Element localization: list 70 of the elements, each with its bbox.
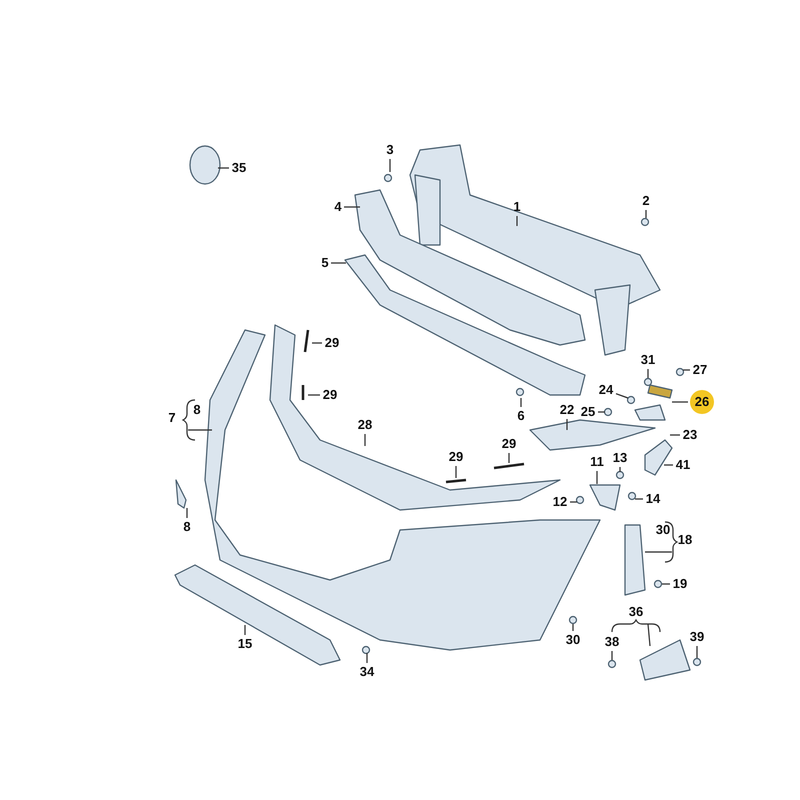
callout-number: 25 xyxy=(580,405,596,419)
leader-line xyxy=(662,583,670,585)
leader-line xyxy=(647,369,649,378)
callout-number: 18 xyxy=(678,533,692,547)
callout-number: 11 xyxy=(590,455,604,469)
callout-number: 27 xyxy=(692,363,708,377)
leader-line xyxy=(186,508,188,518)
leader-line xyxy=(619,467,621,472)
callout-number: 29 xyxy=(322,388,338,402)
callout-number: 28 xyxy=(358,418,372,432)
callout-number: 14 xyxy=(646,492,660,506)
leader-line xyxy=(188,429,212,431)
callout-number: 8 xyxy=(193,403,201,417)
leader-line xyxy=(312,342,322,344)
callout-number: 1 xyxy=(513,200,521,214)
leader-line xyxy=(244,625,246,635)
callout-number: 2 xyxy=(642,194,650,208)
callout-number: 41 xyxy=(676,458,690,472)
callout-number: 38 xyxy=(604,635,620,649)
callout-number: 5 xyxy=(321,256,329,270)
leader-line xyxy=(218,167,229,169)
callout-number: 24 xyxy=(598,383,614,397)
leader-line xyxy=(364,434,366,446)
callout-number: 34 xyxy=(360,665,374,679)
leader-line xyxy=(616,393,628,399)
callout-number: 31 xyxy=(640,353,656,367)
leader-line xyxy=(389,159,391,172)
callout-number: 39 xyxy=(690,630,704,644)
leader-line xyxy=(683,369,690,371)
callout-number: 26 xyxy=(690,390,714,414)
leader-line xyxy=(344,206,360,208)
leader-line xyxy=(696,646,698,658)
leader-line xyxy=(645,210,647,218)
leader-line xyxy=(598,411,605,413)
leader-line xyxy=(647,624,651,646)
leader-line xyxy=(635,498,643,500)
callout-number: 12 xyxy=(552,495,568,509)
leader-line xyxy=(672,401,688,403)
leader-line xyxy=(508,453,510,463)
callout-number: 29 xyxy=(324,336,340,350)
callout-number: 35 xyxy=(232,161,246,175)
callout-number: 30 xyxy=(656,523,670,537)
leader-line xyxy=(596,471,598,484)
callout-number: 13 xyxy=(612,451,628,465)
leader-line xyxy=(566,419,568,430)
leader-line xyxy=(455,466,457,478)
callout-number: 15 xyxy=(238,637,252,651)
callout-number: 36 xyxy=(628,605,644,619)
callout-number: 29 xyxy=(448,450,464,464)
leader-line xyxy=(516,216,518,226)
callout-number: 8 xyxy=(183,520,191,534)
callout-number: 4 xyxy=(334,200,342,214)
leader-line xyxy=(670,434,680,436)
callout-number: 22 xyxy=(560,403,574,417)
leader-line xyxy=(570,501,577,503)
callout-number: 6 xyxy=(517,409,525,423)
leader-line xyxy=(308,394,320,396)
callout-number: 3 xyxy=(386,143,394,157)
leader-line xyxy=(572,624,574,631)
leader-line xyxy=(331,262,346,264)
leader-line xyxy=(664,464,673,466)
callout-number: 19 xyxy=(672,577,688,591)
callout-number: 29 xyxy=(502,437,516,451)
callout-number: 30 xyxy=(566,633,580,647)
leader-line xyxy=(611,651,613,660)
leader-line xyxy=(645,551,672,553)
callout-number: 7 xyxy=(168,411,176,425)
leader-line xyxy=(520,398,522,407)
callout-number: 23 xyxy=(682,428,698,442)
leader-line xyxy=(366,653,368,663)
